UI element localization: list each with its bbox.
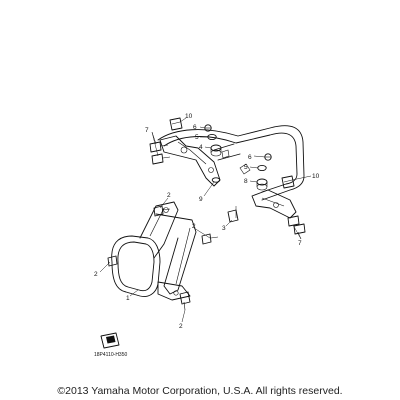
- bolt-2c: [107, 255, 118, 267]
- callout-10b: 10: [312, 173, 320, 180]
- mount-3: [227, 209, 239, 223]
- callout-5a: 5: [195, 134, 199, 141]
- bolt-2d: [179, 291, 191, 311]
- callout-8: 8: [244, 178, 248, 185]
- callout-10a: 10: [185, 113, 193, 120]
- collar-8: [256, 178, 268, 191]
- callout-6b: 6: [248, 154, 252, 161]
- bolt-7b: [151, 153, 171, 165]
- nut-5b: [257, 164, 267, 172]
- bolt-7c: [287, 215, 300, 227]
- callout-2a: 2: [167, 192, 171, 199]
- collar-4: [210, 144, 222, 157]
- callout-5b: 5: [244, 164, 248, 171]
- bolt-7d: [293, 223, 306, 235]
- bolt-2b: [201, 233, 219, 245]
- bolt-6b: [264, 153, 272, 161]
- leader-lines: [99, 117, 312, 323]
- callout-2d: 2: [179, 323, 183, 330]
- callout-1: 1: [126, 295, 130, 302]
- callout-3: 3: [222, 225, 226, 232]
- clip-10b: [281, 175, 295, 189]
- callout-4: 4: [199, 144, 203, 151]
- callout-2b: 2: [192, 223, 196, 230]
- callout-number-9: 9: [199, 196, 203, 203]
- copyright-notice: ©2013 Yamaha Motor Corporation, U.S.A. A…: [57, 385, 343, 397]
- callouts: 10 7 6 5 4 9 6 5 8 10 3 7 2 2 2 1 2: [94, 113, 320, 330]
- callout-7b: 7: [298, 240, 302, 247]
- collar-9: [211, 177, 221, 183]
- upper-grab-bar: [157, 125, 305, 219]
- front-guard: [111, 201, 197, 301]
- callout-7a: 7: [145, 127, 149, 134]
- clip-10a: [169, 117, 183, 131]
- reference-code: 18P4110-H350: [94, 352, 127, 358]
- callout-6a: 6: [193, 124, 197, 131]
- bolt-2a: [153, 205, 171, 217]
- bolt-7a: [149, 141, 169, 153]
- callout-2c: 2: [94, 271, 98, 278]
- manual-book-icon: [100, 332, 120, 349]
